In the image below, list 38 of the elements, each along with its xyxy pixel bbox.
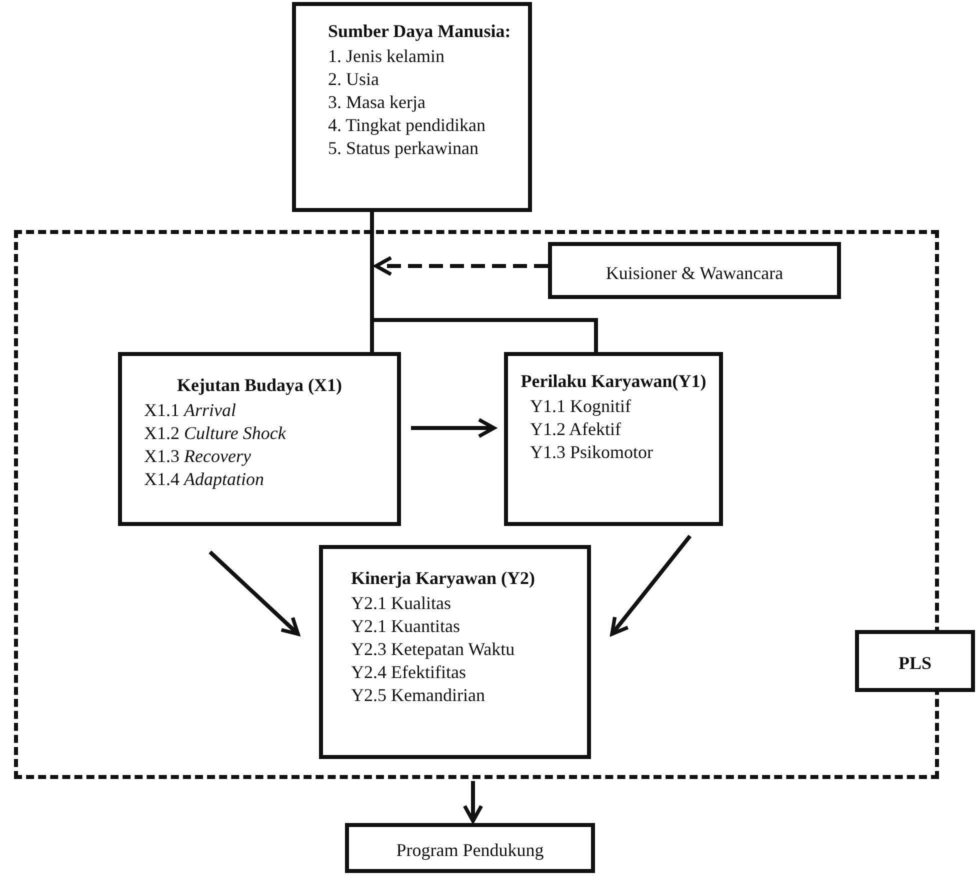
- list-item: Y1.3 Psikomotor: [530, 441, 654, 464]
- process-box: [345, 823, 595, 873]
- process-box: [319, 545, 591, 759]
- list-item: Y2.1 Kualitas: [351, 592, 452, 615]
- list-item: Y2.5 Kemandirian: [351, 684, 486, 707]
- box-label: Kuisioner & Wawancara: [604, 262, 784, 285]
- process-box: [292, 2, 532, 212]
- list-item: 5. Status perkawinan: [328, 137, 480, 160]
- list-item: X1.4 Adaptation: [144, 468, 265, 491]
- box-heading: Kinerja Karyawan (Y2): [351, 567, 536, 590]
- connector-line: [370, 212, 598, 352]
- list-item: X1.1 Arrival: [144, 399, 237, 422]
- list-item: 4. Tingkat pendidikan: [328, 114, 487, 137]
- list-item: X1.2 Culture Shock: [144, 422, 287, 445]
- arrow: [411, 418, 496, 438]
- box-heading: Sumber Daya Manusia:: [328, 20, 512, 43]
- list-item: Y1.2 Afektif: [530, 418, 622, 441]
- list-item: Y2.3 Ketepatan Waktu: [351, 638, 516, 661]
- process-box: [504, 352, 723, 526]
- arrow: [374, 256, 548, 276]
- list-item: 1. Jenis kelamin: [328, 45, 446, 68]
- process-box: [855, 630, 975, 692]
- list-item: Y2.4 Efektifitas: [351, 661, 467, 684]
- list-item: Y2.1 Kuantitas: [351, 615, 461, 638]
- list-item: 2. Usia: [328, 68, 380, 91]
- dashed-frame: [14, 230, 939, 779]
- list-item: Y1.1 Kognitif: [530, 395, 632, 418]
- box-heading: Perilaku Karyawan(Y1): [520, 370, 708, 393]
- box-label: Program Pendukung: [395, 839, 545, 862]
- process-box: [118, 352, 401, 526]
- arrow: [462, 781, 484, 823]
- arrow: [610, 534, 692, 636]
- arrow: [208, 550, 300, 636]
- process-box: [548, 242, 841, 299]
- box-label: PLS: [897, 652, 932, 675]
- box-heading: Kejutan Budaya (X1): [176, 374, 343, 397]
- list-item: X1.3 Recovery: [144, 445, 252, 468]
- list-item: 3. Masa kerja: [328, 91, 426, 114]
